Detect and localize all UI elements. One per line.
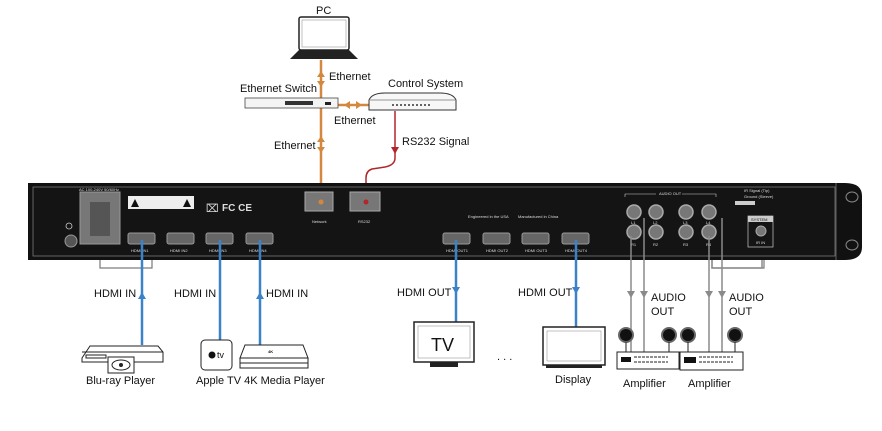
ir-in-port[interactable] <box>755 225 767 237</box>
amplifier-icon <box>616 327 680 370</box>
tv-icon: TV <box>413 321 475 367</box>
ethernet-arrow-icon <box>317 71 362 153</box>
rca-port-label: L1 <box>631 220 636 225</box>
amplifier-icon <box>679 327 744 371</box>
rca-audio-port[interactable] <box>678 224 694 240</box>
rca-audio-port[interactable] <box>678 204 694 220</box>
display-icon <box>542 326 606 368</box>
rs232-port-label: RS232 <box>358 219 371 224</box>
hdmi-out-port-label: HDMI OUT1 <box>446 248 469 253</box>
rca-port-label: R2 <box>653 242 659 247</box>
control-system-icon <box>368 92 457 111</box>
rca-port-label: L2 <box>653 220 658 225</box>
rca-audio-port[interactable] <box>648 204 664 220</box>
ir-jack-icon <box>735 201 755 205</box>
audio-out-label: AUDIO <box>729 292 764 304</box>
ethernet-switch-icon <box>244 97 339 109</box>
pc-label: PC <box>316 5 331 17</box>
hdmi-arrow-icon <box>138 287 580 299</box>
rca-audio-port[interactable] <box>626 204 642 220</box>
fcc-ce-logo: FC CE <box>222 203 252 214</box>
ethernet-label: Ethernet <box>334 115 376 127</box>
audio-out-label: OUT <box>651 306 675 318</box>
hdmi-out-port[interactable] <box>521 232 550 245</box>
engineered-text: Engineered in the USA <box>468 214 509 219</box>
audio-out-panel-label: AUDIO OUT <box>659 191 682 196</box>
bluray-player-label: Blu-ray Player <box>86 375 155 387</box>
rca-audio-port[interactable] <box>701 204 717 220</box>
apple-tv-icon: tv <box>200 339 233 371</box>
rs232-arrow-icon <box>391 147 399 154</box>
hdmi-in-label: HDMI IN <box>266 288 308 300</box>
hdmi-out-label: HDMI OUT <box>518 287 573 299</box>
rca-audio-port[interactable] <box>648 224 664 240</box>
ground-text: Ground (Sleeve) <box>744 194 774 199</box>
hdmi-in-port-label: HDMI IN2 <box>170 248 188 253</box>
media-player-4k-icon: 4K <box>239 344 309 369</box>
hdmi-out-port-label: HDMI OUT3 <box>525 248 548 253</box>
amplifier-label: Amplifier <box>623 378 666 390</box>
tv-screen-text: TV <box>431 335 454 355</box>
hdmi-in-port-label: HDMI IN1 <box>131 248 149 253</box>
apple-tv-logo: tv <box>217 350 225 360</box>
hdmi-out-port[interactable] <box>482 232 511 245</box>
audio-out-label: AUDIO <box>651 292 686 304</box>
hdmi-out-label: HDMI OUT <box>397 287 452 299</box>
power-rating-text: AC 100-240V 50/60Hz <box>79 187 119 192</box>
rca-port-label: R1 <box>631 242 637 247</box>
matrix-switcher-rear-panel: AC 100-240V 50/60Hz ⌧ FC CE HDMI IN1 HDMI… <box>28 183 862 269</box>
apple-tv-media-player-label: Apple TV 4K Media Player <box>196 375 325 387</box>
weee-icon: ⌧ <box>206 202 219 215</box>
ethernet-label: Ethernet <box>274 140 316 152</box>
ethernet-switch-label: Ethernet Switch <box>240 83 317 95</box>
hdmi-in-port[interactable] <box>166 232 195 245</box>
audio-out-label: OUT <box>729 306 753 318</box>
rs232-label: RS232 Signal <box>402 136 469 148</box>
ir-in-label: IR IN <box>756 240 765 245</box>
warning-label-icon <box>128 196 194 209</box>
amplifier-label: Amplifier <box>688 378 731 390</box>
rca-port-label: L3 <box>683 220 688 225</box>
hdmi-out-port-label: HDMI OUT2 <box>486 248 509 253</box>
hdmi-in-port-label: HDMI IN4 <box>249 248 267 253</box>
hdmi-in-label: HDMI IN <box>174 288 216 300</box>
rca-audio-port[interactable] <box>626 224 642 240</box>
system-label: SYSTEM <box>751 217 767 222</box>
ground-symbol-icon <box>65 222 73 230</box>
hdmi-in-port-label: HDMI IN3 <box>209 248 227 253</box>
manufactured-text: Manufactured in China <box>518 214 559 219</box>
ir-signal-text: IR Signal (Tip) <box>744 188 770 193</box>
hdmi-in-label: HDMI IN <box>94 288 136 300</box>
rs232-cable <box>365 111 396 200</box>
rca-port-label: R3 <box>683 242 689 247</box>
bluray-player-icon <box>81 345 164 374</box>
more-displays-ellipsis: . . . <box>497 351 512 363</box>
ethernet-label: Ethernet <box>329 71 371 83</box>
ground-terminal-icon <box>64 234 78 248</box>
pc-laptop-icon <box>290 16 358 59</box>
audio-arrow-icon <box>627 291 726 298</box>
control-system-label: Control System <box>388 78 463 90</box>
display-label: Display <box>555 374 592 386</box>
rca-port-label: L4 <box>706 220 711 225</box>
network-port-label: Network <box>312 219 327 224</box>
media-player-logo: 4K <box>268 349 273 354</box>
